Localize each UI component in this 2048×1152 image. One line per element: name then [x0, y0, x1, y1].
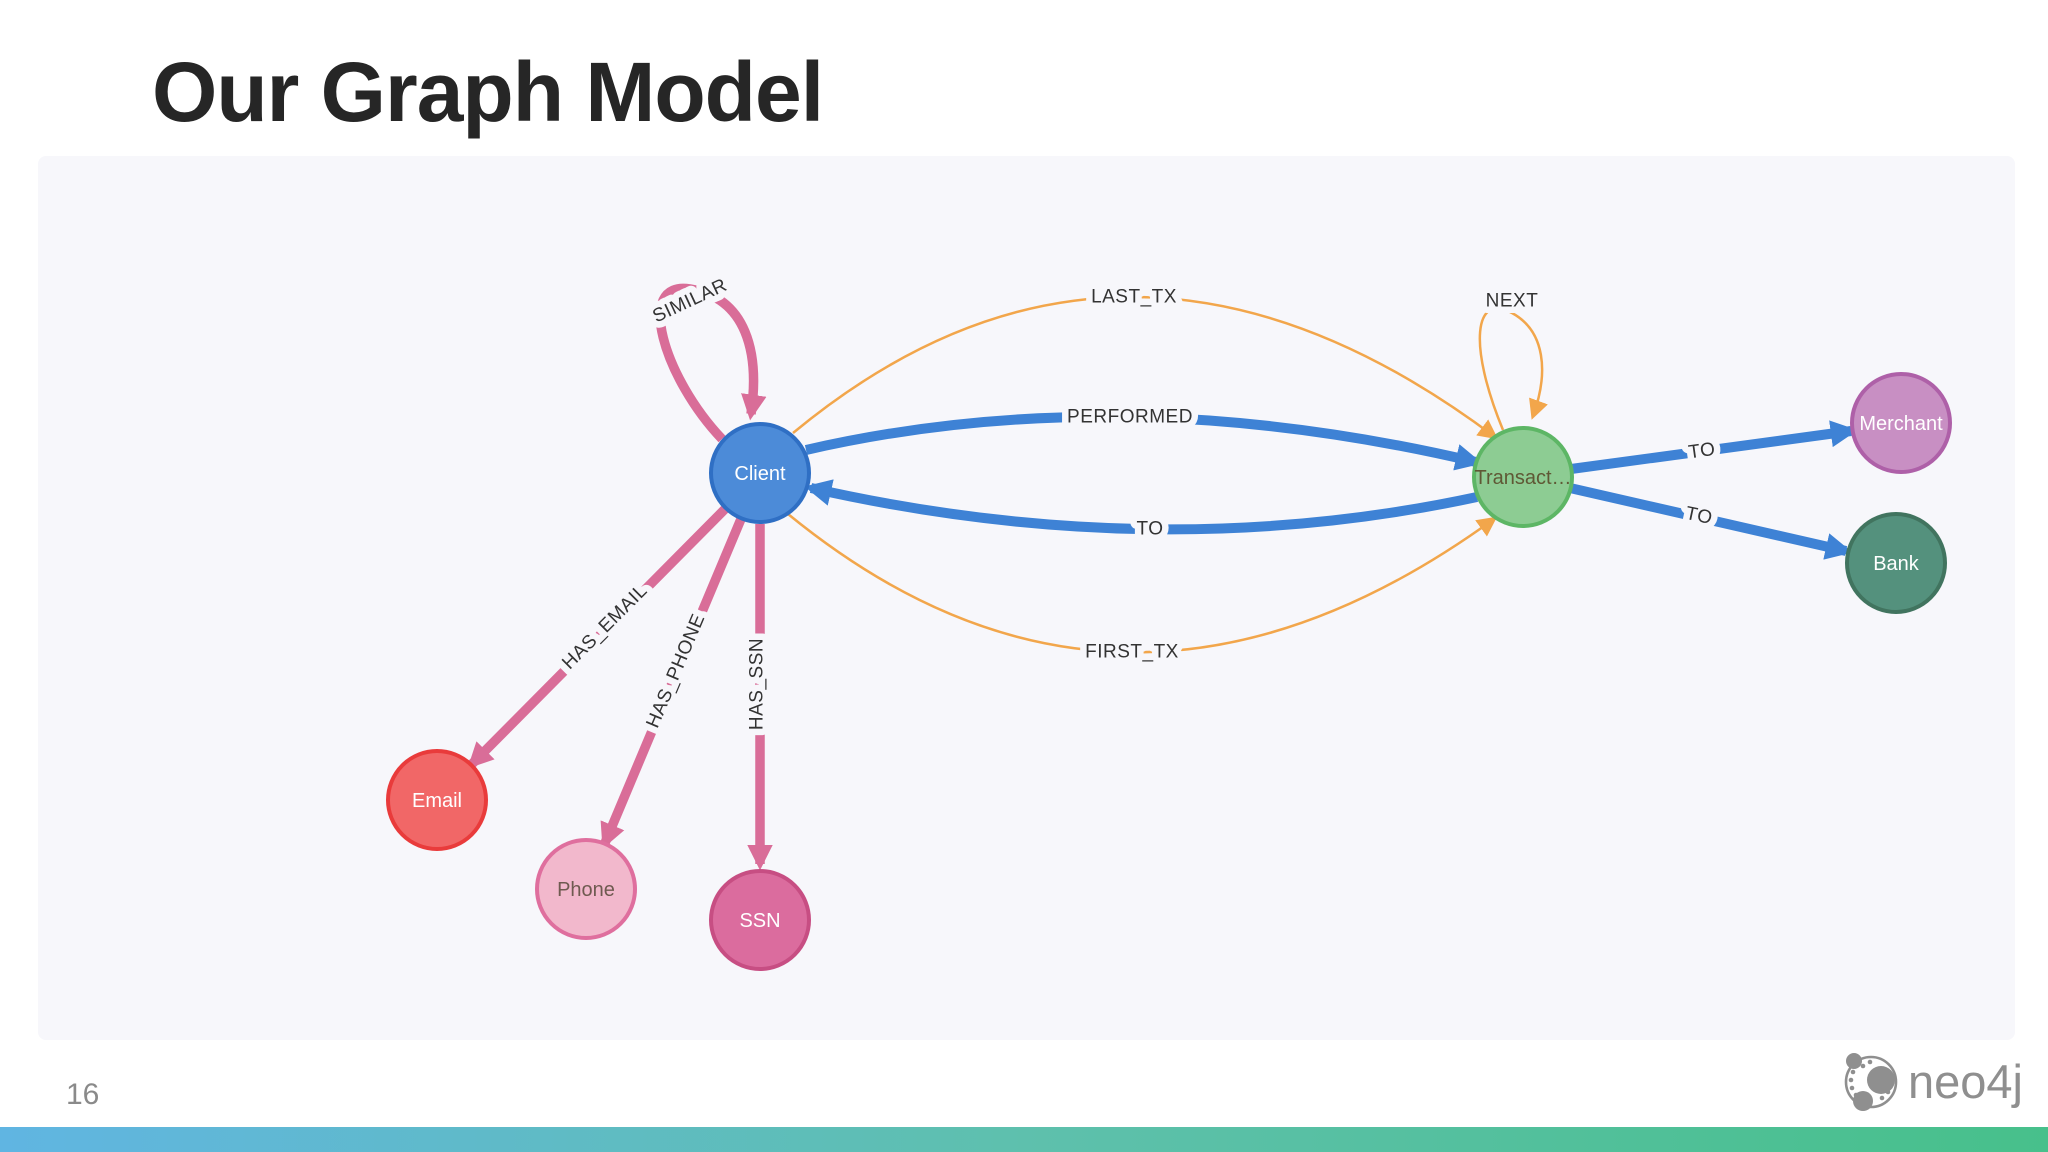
node-label-transaction: Transact… [1474, 467, 1571, 489]
node-label-ssn: SSN [739, 910, 780, 932]
node-transaction: Transact… [1472, 426, 1574, 528]
graph-canvas: SIMILAR LAST_TX PERFORMED TO FIRST_TX NE… [38, 156, 2015, 1040]
edge-label-next: NEXT [1486, 291, 1539, 312]
slide-footer-bar [0, 1127, 2048, 1152]
edge-label-last-tx: LAST_TX [1091, 287, 1177, 308]
edge-last-tx [792, 295, 1499, 440]
page-title: Our Graph Model [152, 45, 824, 139]
graph-model-diagram: SIMILAR LAST_TX PERFORMED TO FIRST_TX NE… [386, 268, 1952, 971]
edge-label-performed: PERFORMED [1067, 407, 1193, 428]
node-label-bank: Bank [1873, 553, 1920, 575]
neo4j-logo: neo4j [1842, 1048, 2023, 1114]
edge-label-to-client: TO [1136, 519, 1163, 540]
node-phone: Phone [535, 838, 637, 940]
edge-next-self-loop [1478, 307, 1548, 431]
node-merchant: Merchant [1850, 372, 1952, 474]
edge-label-has-ssn: HAS_SSN [747, 638, 768, 730]
node-label-merchant: Merchant [1859, 413, 1943, 435]
edge-label-to-merchant: TO [1687, 439, 1717, 464]
edge-first-tx [787, 513, 1498, 654]
edge-to-client [804, 479, 1479, 535]
node-email: Email [386, 749, 488, 851]
edge-label-has-phone: HAS_PHONE [643, 611, 710, 731]
edge-to-merchant [1570, 420, 1858, 474]
neo4j-logo-text: neo4j [1908, 1054, 2023, 1108]
edge-label-first-tx: FIRST_TX [1085, 642, 1179, 663]
node-label-email: Email [412, 790, 462, 812]
edge-performed [804, 411, 1483, 471]
edge-similar-self-loop [655, 283, 767, 443]
edge-has-phone [600, 517, 746, 849]
neo4j-graph-icon [1844, 1053, 1898, 1111]
node-ssn: SSN [709, 869, 811, 971]
node-bank: Bank [1845, 512, 1947, 614]
node-label-client: Client [734, 463, 786, 485]
edge-label-to-bank: TO [1684, 503, 1715, 529]
page-number: 16 [66, 1078, 100, 1111]
edge-to-bank [1568, 483, 1853, 560]
node-label-phone: Phone [557, 879, 615, 901]
node-client: Client [709, 422, 811, 524]
edge-has-email [467, 505, 729, 769]
edge-label-has-email: HAS_EMAIL [558, 580, 651, 673]
